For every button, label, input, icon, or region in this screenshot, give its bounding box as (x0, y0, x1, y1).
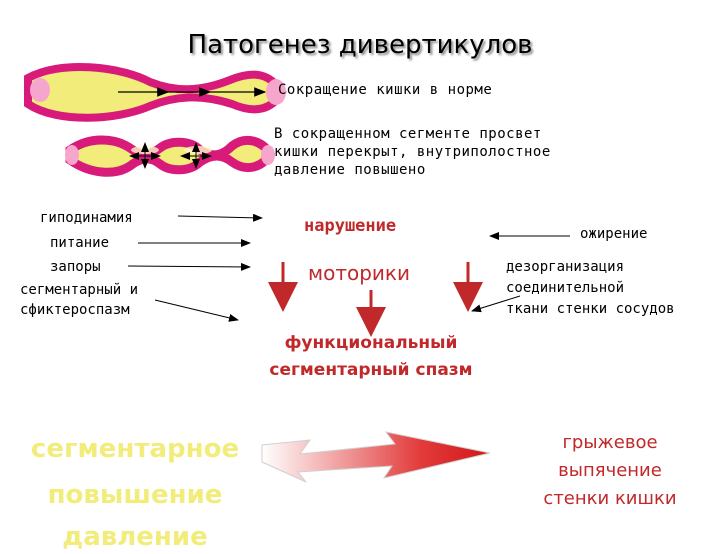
factor-obesity: ожирение (580, 226, 648, 242)
factor-disorganization-line: ткани стенки сосудов (506, 301, 675, 317)
normal-caption: Сокращение кишки в норме (278, 82, 493, 98)
factor-disorganization-line: соединительной (506, 280, 625, 296)
factor-nutrition: питание (50, 235, 110, 251)
hernia-line: стенки кишки (543, 488, 677, 509)
factor-spasm-line: сегментарный и (20, 282, 139, 298)
factor-hypodynamia: гиподинамия (40, 210, 133, 226)
factor-spasm-line: сфиктероспазм (20, 302, 130, 318)
functional-spasm-line2: сегментарный спазм (269, 360, 473, 380)
hernia-line: грыжевое (562, 432, 658, 453)
contracted-caption-line: кишки перекрыт, внутриполостное (274, 144, 551, 160)
page-title: Патогенез дивертикулов (187, 30, 533, 60)
contracted-intestine (65, 135, 276, 177)
functional-spasm-line1: функциональный (284, 333, 458, 353)
normal-intestine (24, 62, 287, 122)
motility-disorder-line1: нарушение (304, 216, 397, 236)
factor-arrow (154, 299, 239, 322)
factor-constipation: запоры (50, 259, 101, 275)
big-arrow (261, 431, 491, 483)
factor-arrow (177, 213, 263, 222)
segmental-pressure-line: давление (62, 522, 208, 552)
hernia-line: выпячение (558, 460, 662, 481)
factor-disorganization-line: дезорганизация (506, 259, 625, 275)
diagram-canvas (24, 62, 570, 483)
contracted-caption-line: давление повышено (274, 162, 426, 178)
segmental-pressure-line: сегментарное (30, 434, 240, 464)
segmental-pressure-line: повышение (47, 480, 223, 510)
factor-arrow (127, 262, 251, 271)
motility-disorder-line2: моторики (308, 261, 410, 285)
contracted-caption-line: В сокращенном сегменте просвет (274, 126, 542, 142)
